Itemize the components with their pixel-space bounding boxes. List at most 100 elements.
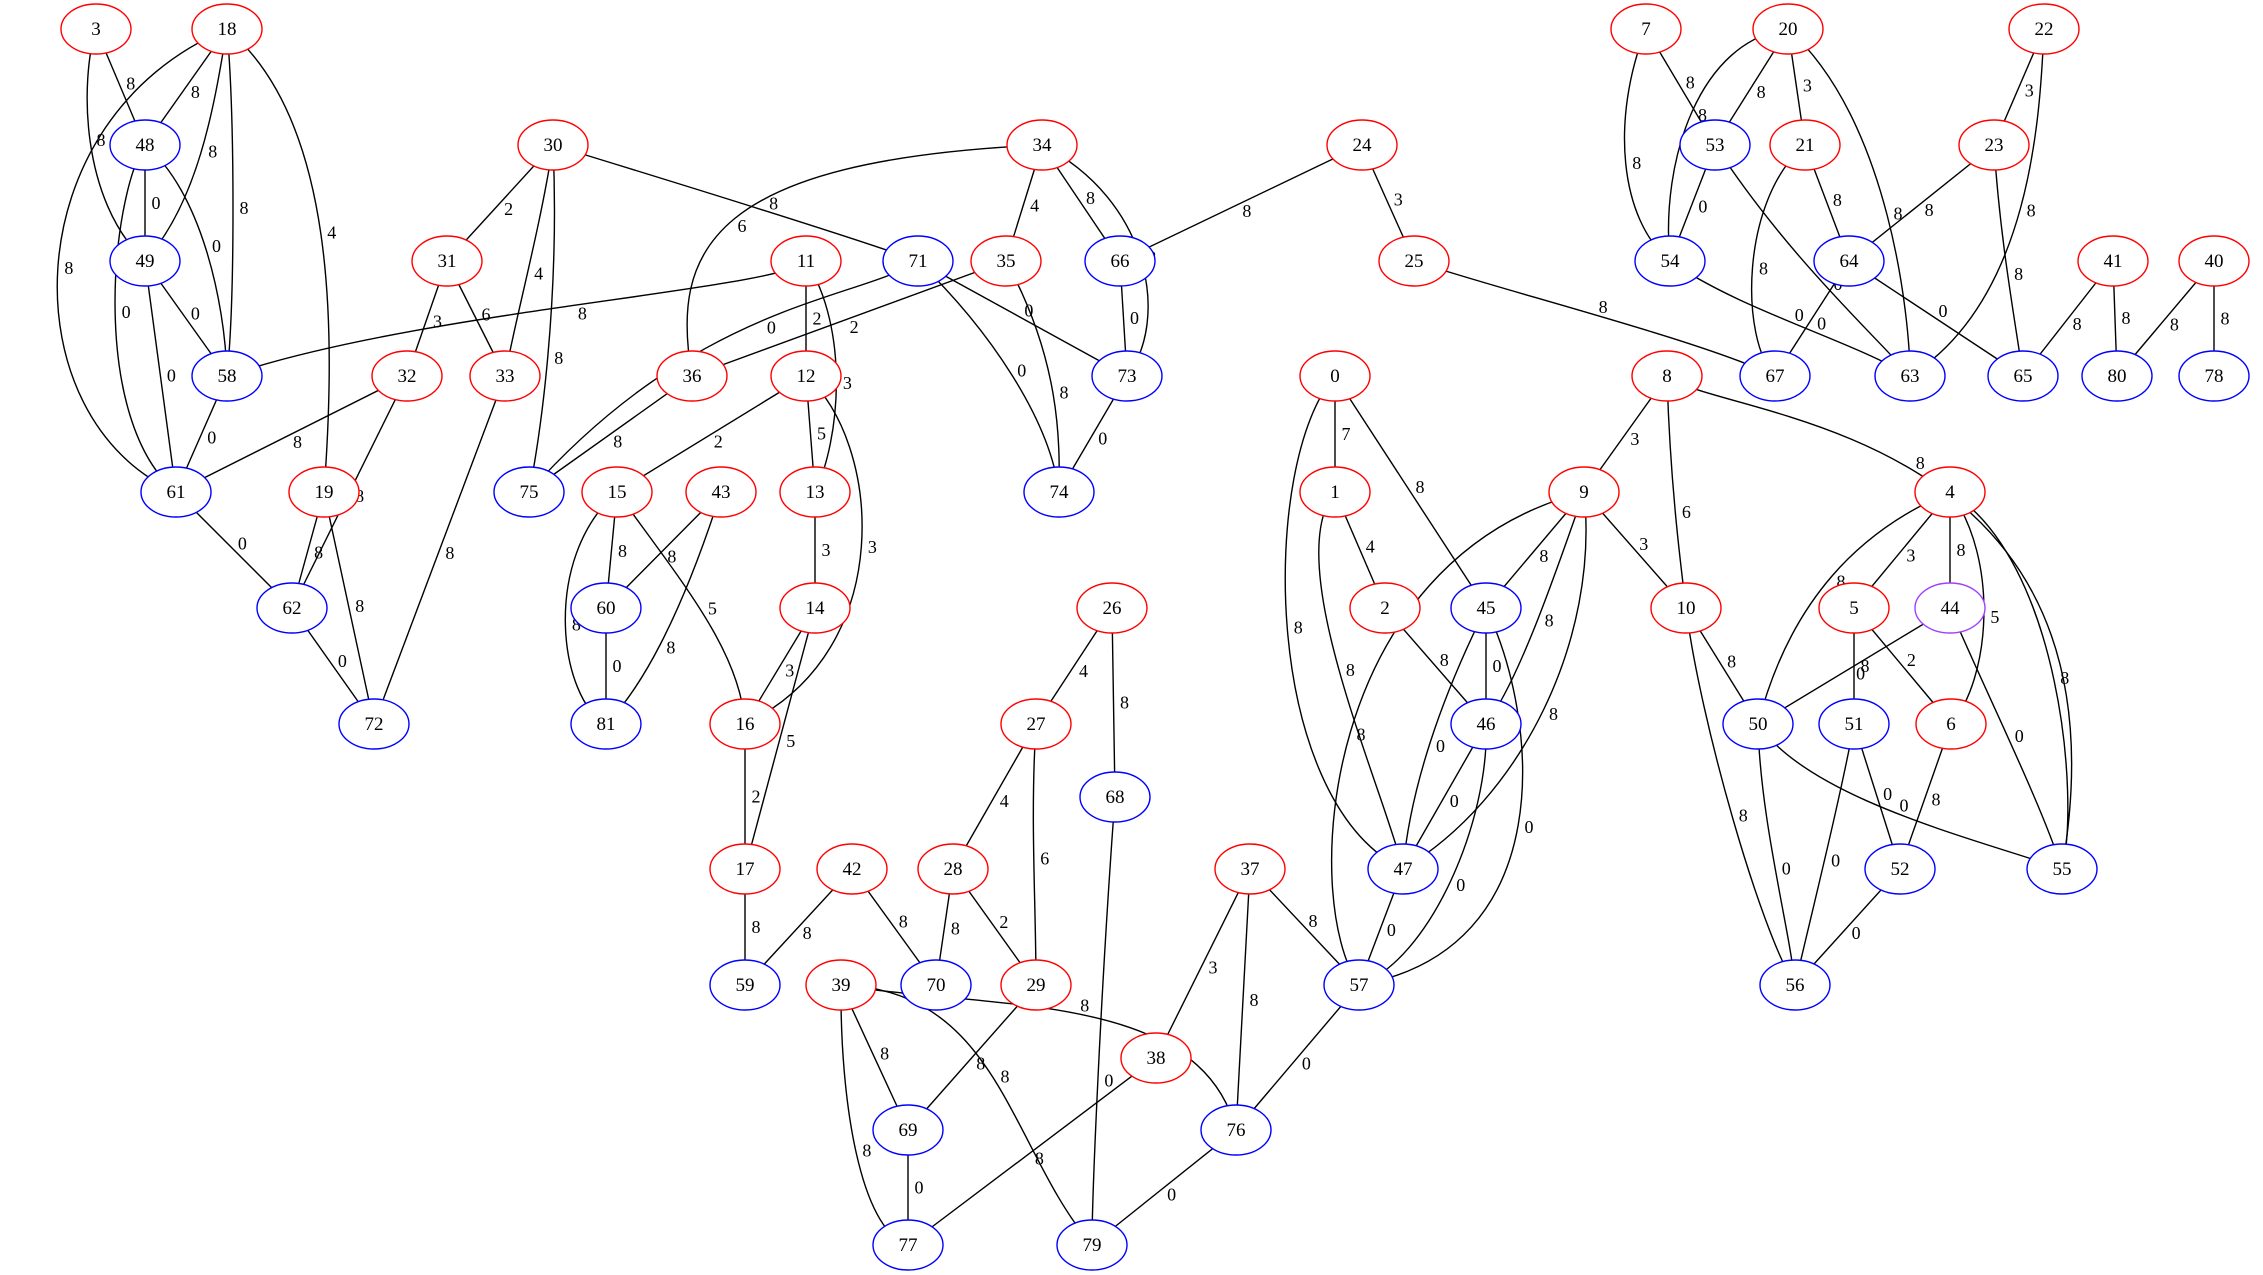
- node-35-label: 35: [997, 251, 1016, 272]
- edge-label-51-56: 0: [1831, 851, 1840, 871]
- node-45: 45: [1450, 582, 1522, 634]
- edge-26-68: [1111, 607, 1116, 798]
- node-17-label: 17: [736, 859, 755, 880]
- edge-label-20-54: 8: [1698, 105, 1707, 125]
- node-4-label: 4: [1945, 482, 1955, 503]
- edge-label-36-75: 8: [613, 431, 622, 451]
- edge-9-47: [1402, 491, 1587, 870]
- node-31-label: 31: [438, 251, 457, 272]
- edge-label-14-16: 3: [785, 661, 794, 681]
- edge-15-16: [616, 491, 746, 725]
- edge-label-21-67: 8: [1759, 258, 1768, 278]
- edge-48-61: [114, 144, 177, 493]
- edge-18-49: [144, 28, 228, 262]
- edge-label-37-76: 8: [1249, 990, 1258, 1010]
- node-21-label: 21: [1796, 135, 1815, 156]
- edge-label-69-77: 0: [915, 1178, 924, 1198]
- edge-label-53-54: 0: [1698, 196, 1707, 216]
- edge-label-32-62: 8: [355, 486, 364, 506]
- node-28-label: 28: [944, 859, 963, 880]
- node-24: 24: [1326, 119, 1398, 171]
- node-44-label: 44: [1941, 598, 1961, 619]
- node-55-ellipse: [2026, 843, 2098, 895]
- node-14-label: 14: [806, 598, 826, 619]
- edge-label-10-56: 8: [1739, 805, 1748, 825]
- edge-label-42-70: 8: [899, 912, 908, 932]
- node-64: 64: [1813, 235, 1885, 287]
- node-67-label: 67: [1766, 366, 1785, 387]
- node-48-label: 48: [136, 135, 155, 156]
- edge-label-20-21: 3: [1803, 76, 1812, 96]
- edge-label-5-6: 2: [1907, 650, 1916, 670]
- edge-label-18-61: 8: [64, 258, 73, 278]
- node-77: 77: [872, 1219, 944, 1271]
- node-38-label: 38: [1147, 1048, 1166, 1069]
- node-11-label: 11: [797, 251, 815, 272]
- node-45-label: 45: [1477, 598, 1496, 619]
- edge-label-23-64: 8: [1925, 200, 1934, 220]
- edge-label-71-73: 0: [1024, 301, 1033, 321]
- edge-18-58: [226, 28, 234, 377]
- edge-label-17-59: 8: [752, 917, 761, 937]
- node-42: 42: [816, 843, 888, 895]
- node-0-label: 0: [1330, 366, 1340, 387]
- node-10: 10: [1650, 582, 1722, 634]
- edge-label-64-67: 0: [1817, 313, 1826, 333]
- node-49-label: 49: [136, 251, 155, 272]
- node-71-label: 71: [909, 251, 928, 272]
- node-63: 63: [1874, 350, 1946, 402]
- node-4: 4: [1914, 466, 1986, 518]
- node-36-label: 36: [683, 366, 702, 387]
- node-74: 74: [1023, 466, 1095, 518]
- node-33: 33: [469, 350, 541, 402]
- edge-label-30-71: 8: [769, 193, 778, 213]
- node-50-label: 50: [1749, 714, 1768, 735]
- node-66-ellipse: [1084, 235, 1156, 287]
- node-9-ellipse: [1548, 466, 1620, 518]
- edge-label-49-58: 0: [191, 303, 200, 323]
- node-68-ellipse: [1079, 771, 1151, 823]
- node-13-label: 13: [806, 482, 825, 503]
- edge-label-76-79: 0: [1167, 1185, 1176, 1205]
- edge-label-8-9: 3: [1630, 429, 1639, 449]
- node-39-label: 39: [832, 975, 851, 996]
- node-0: 0: [1299, 350, 1371, 402]
- node-30: 30: [517, 119, 589, 171]
- node-77-label: 77: [899, 1235, 918, 1256]
- node-53-label: 53: [1706, 135, 1725, 156]
- node-58: 58: [191, 350, 263, 402]
- edge-label-34-66: 8: [1086, 188, 1095, 208]
- edge-label-4-55: 8: [2060, 668, 2069, 688]
- node-23-ellipse: [1958, 119, 2030, 171]
- node-12: 12: [770, 350, 842, 402]
- node-69-ellipse: [872, 1104, 944, 1156]
- edge-label-22-23: 3: [2025, 81, 2034, 101]
- node-6-label: 6: [1946, 714, 1956, 735]
- node-50-ellipse: [1722, 698, 1794, 750]
- node-35: 35: [970, 235, 1042, 287]
- node-57-ellipse: [1323, 959, 1395, 1011]
- node-61: 61: [140, 466, 212, 518]
- node-75: 75: [493, 466, 565, 518]
- edge-label-19-62: 8: [314, 542, 323, 562]
- edge-9-57: [1330, 491, 1585, 986]
- node-57: 57: [1323, 959, 1395, 1011]
- edge-label-48-58: 0: [212, 236, 221, 256]
- edge-0-45: [1334, 375, 1487, 609]
- node-63-label: 63: [1901, 366, 1920, 387]
- node-36: 36: [656, 350, 728, 402]
- edge-label-2-46: 8: [1440, 650, 1449, 670]
- node-18-ellipse: [191, 3, 263, 55]
- edge-label-34-35: 4: [1030, 196, 1039, 216]
- edge-23-64: [1848, 144, 1995, 262]
- node-81-ellipse: [570, 698, 642, 750]
- edge-label-45-47: 0: [1436, 736, 1445, 756]
- edge-label-43-60: 8: [667, 546, 676, 566]
- edge-label-9-57: 8: [1357, 725, 1366, 745]
- edge-label-11-12: 2: [813, 309, 822, 329]
- node-22-ellipse: [2008, 3, 2080, 55]
- edge-label-61-62: 0: [238, 534, 247, 554]
- node-59-label: 59: [736, 975, 755, 996]
- node-41-ellipse: [2077, 235, 2149, 287]
